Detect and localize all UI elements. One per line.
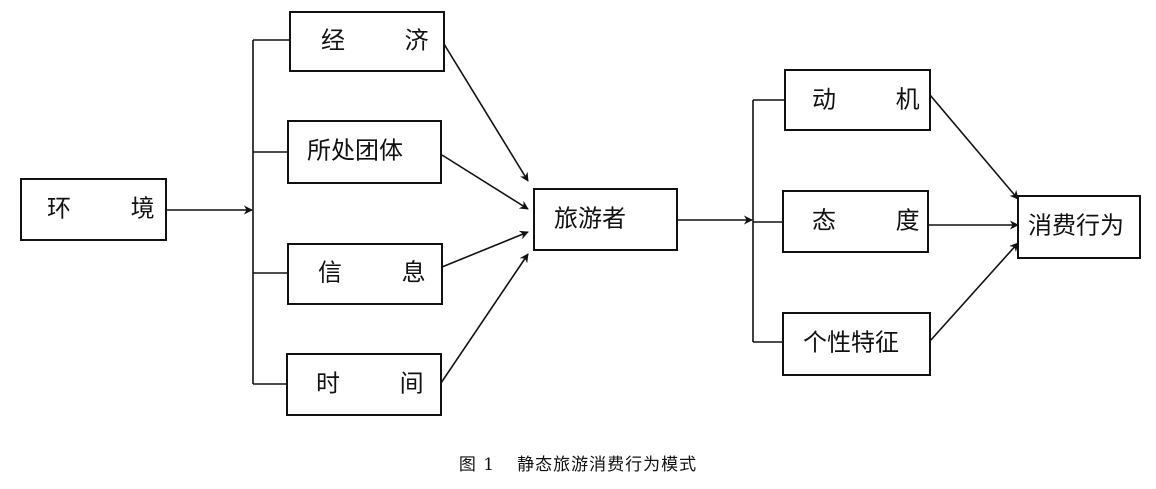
motivation-to-behavior-arrow	[929, 94, 1019, 200]
motivation-label: 动 机	[812, 86, 946, 114]
time-box: 时 间	[286, 353, 450, 416]
time-label: 时 间	[316, 370, 450, 398]
factor-to-tourist-arrows	[440, 43, 529, 384]
information-label: 信 息	[318, 259, 452, 287]
consumption-behavior-box: 消费行为	[1017, 195, 1141, 259]
information-to-tourist-arrow	[441, 230, 529, 268]
tourist-connectors	[677, 99, 785, 343]
environment-label: 环 境	[47, 195, 181, 223]
information-box: 信 息	[287, 243, 452, 305]
group-box: 所处团体	[287, 120, 442, 184]
psychology-to-behavior-arrows	[928, 94, 1019, 342]
environment-connectors	[166, 39, 290, 385]
economy-label: 经 济	[321, 27, 455, 55]
time-to-tourist-arrow	[440, 253, 529, 384]
economy-box: 经 济	[289, 11, 455, 72]
figure-number: 图 1	[458, 455, 496, 475]
group-to-tourist-arrow	[441, 154, 529, 210]
personality-label: 个性特征	[803, 329, 899, 357]
consumption-behavior-label: 消费行为	[1028, 212, 1124, 240]
attitude-box: 态 度	[782, 190, 946, 253]
tourist-box: 旅游者	[533, 188, 678, 251]
tourist-label: 旅游者	[554, 205, 626, 233]
attitude-label: 态 度	[812, 207, 946, 235]
motivation-box: 动 机	[784, 69, 946, 131]
personality-box: 个性特征	[782, 312, 931, 376]
figure-caption: 图 1 静态旅游消费行为模式	[0, 450, 1156, 475]
economy-to-tourist-arrow	[443, 43, 529, 182]
figure-title: 静态旅游消费行为模式	[517, 455, 698, 475]
personality-to-behavior-arrow	[929, 242, 1019, 342]
group-label: 所处团体	[307, 137, 403, 165]
environment-box: 环 境	[20, 178, 181, 241]
